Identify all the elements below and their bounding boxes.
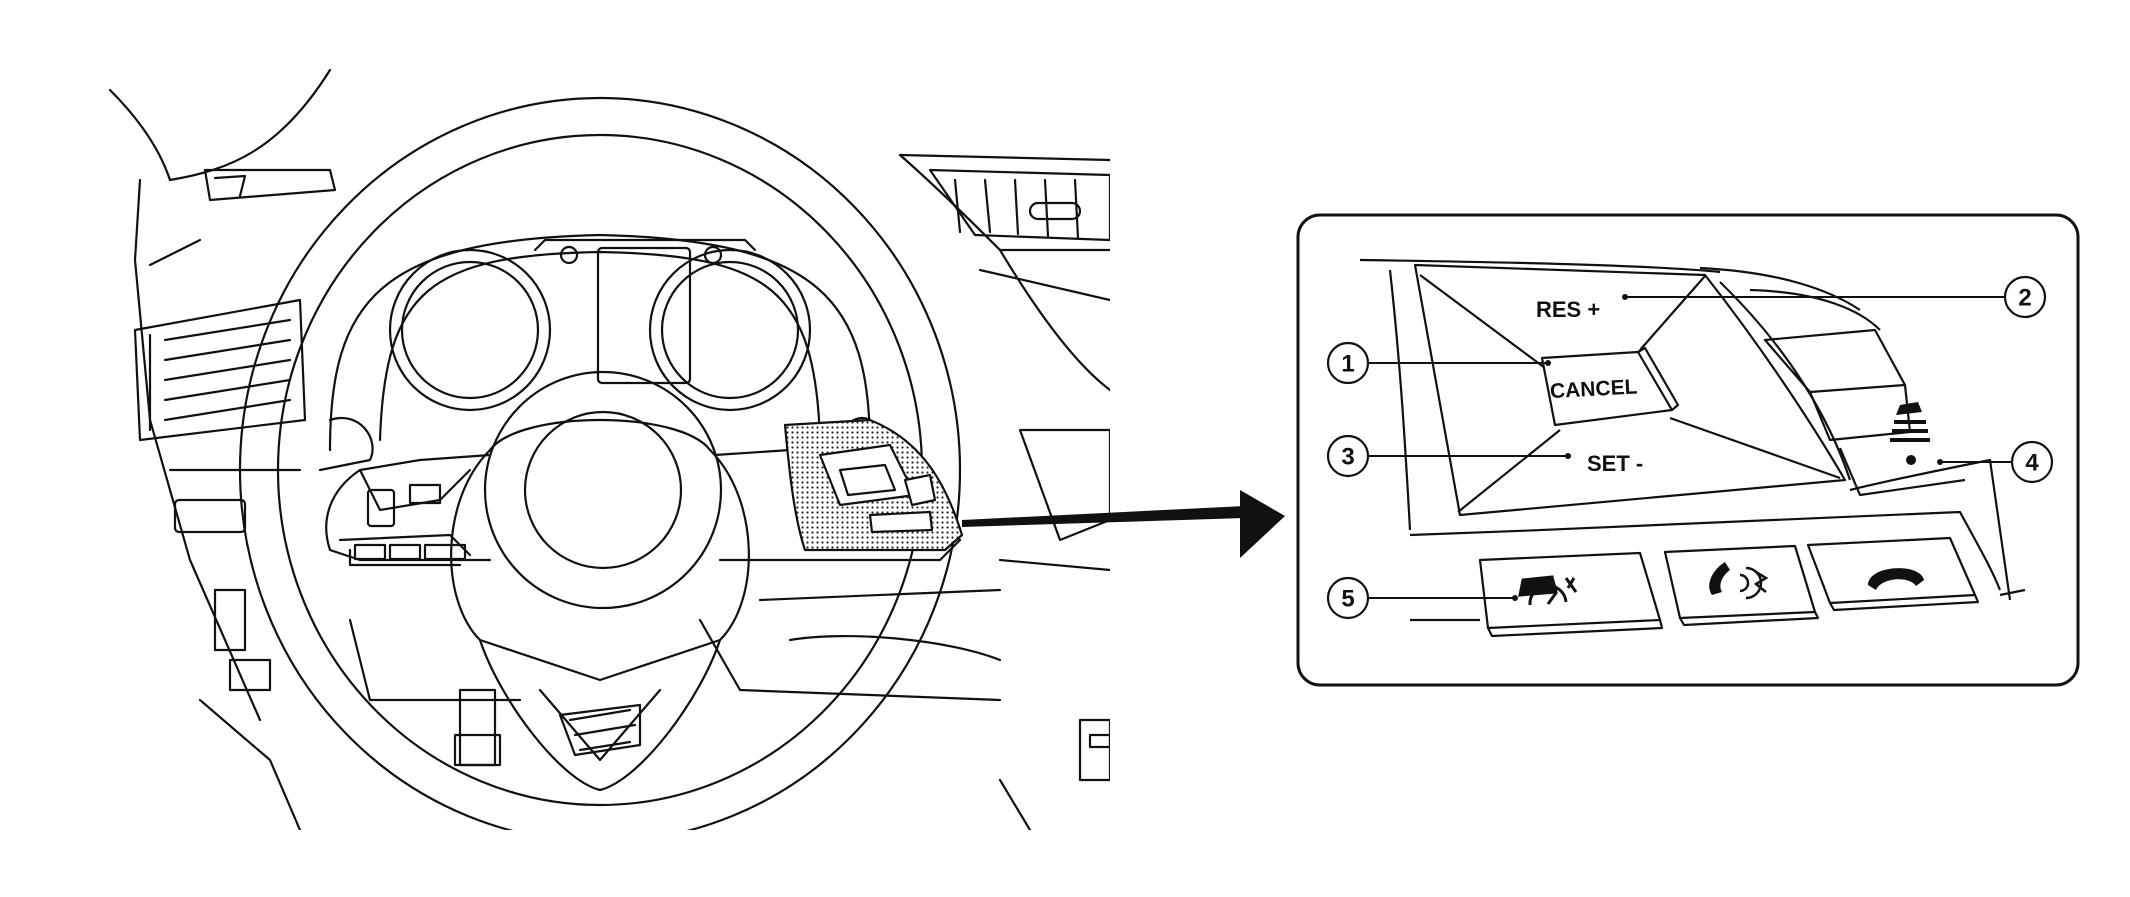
svg-text:2: 2 [2018, 285, 2031, 312]
svg-text:1: 1 [1341, 351, 1354, 378]
svg-text:5: 5 [1341, 586, 1354, 613]
svg-text:4: 4 [2025, 450, 2039, 477]
callout-5: 5 [1326, 576, 1370, 620]
phone-voice-icon [1709, 562, 1769, 600]
propilot-assist-button[interactable] [1478, 551, 1662, 630]
set-minus-label: SET - [1587, 451, 1643, 476]
cancel-label: CANCEL [1549, 376, 1638, 404]
pointer-arrow [962, 490, 1285, 558]
callout-3: 3 [1326, 434, 1370, 478]
vehicle-distance-icon [1890, 402, 1930, 465]
callout-4: 4 [2010, 440, 2054, 484]
switch-detail-inset: RES + CANCEL SET - 1 2 3 [1296, 213, 2080, 687]
phone-hangup-icon [1868, 568, 1924, 590]
callout-1: 1 [1326, 341, 1370, 385]
phone-answer-button[interactable] [1663, 544, 1817, 620]
callout-2: 2 [2003, 275, 2047, 319]
res-plus-label: RES + [1536, 297, 1600, 322]
cockpit-illustration [108, 68, 1110, 830]
propilot-assist-icon [1518, 575, 1578, 606]
svg-text:3: 3 [1341, 444, 1354, 471]
